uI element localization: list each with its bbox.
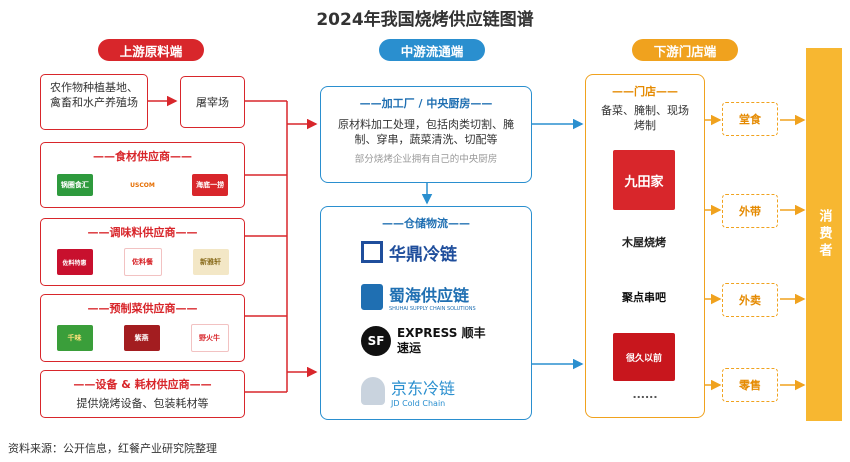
channel-delivery: 外卖 — [722, 283, 778, 317]
brand-jd-sub: JD Cold Chain — [391, 398, 446, 408]
sf-icon: SF — [361, 326, 391, 356]
channel-dine-in: 堂食 — [722, 102, 778, 136]
equipment-supplier-box: ——设备 & 耗材供应商—— 提供烧烤设备、包装耗材等 — [40, 370, 245, 418]
jd-dog-icon — [361, 377, 385, 405]
equipment-supplier-title: ——设备 & 耗材供应商—— — [73, 378, 212, 391]
channel-takeaway: 外带 — [722, 194, 778, 228]
seasoning-supplier-box: ——调味料供应商—— 佐料特惠 佐料餐 新雅轩 — [40, 218, 245, 286]
brand-shuhai-name: 蜀海供应链 — [389, 286, 470, 305]
seasoning-logo-2: 佐料餐 — [123, 248, 162, 276]
store-logo-henjiu: 很久以前 — [613, 333, 675, 381]
page-title: 2024年我国烧烤供应链图谱 — [316, 10, 534, 30]
food-supplier-title: ——食材供应商—— — [93, 150, 192, 163]
brand-sf-name: EXPRESS 顺丰速运 — [397, 326, 486, 355]
store-desc: 备菜、腌制、现场烤制 — [601, 104, 689, 132]
equipment-supplier-desc: 提供烧烤设备、包装耗材等 — [76, 397, 209, 410]
prepared-logo-1: 千味 — [56, 325, 93, 351]
store-box: ——门店—— 备菜、腌制、现场烤制 九田家 木屋烧烤 聚点串吧 很久以前 ...… — [585, 74, 705, 418]
brand-jd-name: 京东冷链 — [391, 378, 456, 398]
prepared-supplier-box: ——预制菜供应商—— 千味 紫燕 野火牛 — [40, 294, 245, 362]
channel-retail: 零售 — [722, 368, 778, 402]
factory-title: ——加工厂 / 中央厨房—— — [359, 97, 493, 110]
food-supplier-box: ——食材供应商—— 锅圈食汇 USCOM 海底一捞 — [40, 142, 245, 208]
brand-shuhai-sub: SHUHAI SUPPLY CHAIN SOLUTIONS — [389, 306, 476, 312]
store-logo-jiutianjia: 九田家 — [613, 150, 675, 210]
brand-huading-name: 华鼎冷链 — [389, 244, 457, 265]
midstream-header: 中游流通端 — [379, 39, 485, 61]
food-logo-2: USCOM — [124, 174, 161, 196]
farming-box: 农作物种植基地、禽畜和水产养殖场 — [40, 74, 148, 130]
store-more: ...... — [632, 388, 658, 401]
downstream-header: 下游门店端 — [632, 39, 738, 61]
food-logo-1: 锅圈食汇 — [56, 174, 93, 196]
seasoning-logo-3: 新雅轩 — [192, 249, 229, 275]
seasoning-supplier-title: ——调味料供应商—— — [87, 226, 198, 239]
seasoning-logo-1: 佐料特惠 — [56, 249, 93, 275]
brand-huading: 华鼎冷链 — [361, 237, 501, 267]
factory-note: 部分烧烤企业拥有自己的中央厨房 — [354, 154, 498, 165]
brand-shuhai: 蜀海供应链 SHUHAI SUPPLY CHAIN SOLUTIONS — [361, 279, 511, 315]
brand-sf: SF EXPRESS 顺丰速运 — [361, 323, 511, 359]
prepared-logo-2: 紫燕 — [123, 325, 160, 351]
store-logo-judian: 聚点串吧 — [604, 283, 684, 311]
factory-box: ——加工厂 / 中央厨房—— 原材料加工处理，包括肉类切割、腌制、穿串，蔬菜清洗… — [320, 86, 532, 183]
prepared-logo-3: 野火牛 — [190, 324, 229, 352]
prepared-supplier-title: ——预制菜供应商—— — [87, 302, 198, 315]
store-logo-muwu: 木屋烧烤 — [604, 229, 684, 255]
upstream-header: 上游原料端 — [98, 39, 204, 61]
shuhai-icon — [361, 284, 383, 310]
brand-jd: 京东冷链 JD Cold Chain — [361, 371, 511, 411]
huading-icon — [361, 241, 383, 263]
source-note: 资料来源：公开信息，红餐产业研究院整理 — [8, 442, 217, 455]
factory-desc: 原材料加工处理，包括肉类切割、腌制、穿串，蔬菜清洗、切配等 — [338, 118, 514, 146]
logistics-box: ——仓储物流—— 华鼎冷链 蜀海供应链 SHUHAI SUPPLY CHAIN … — [320, 206, 532, 420]
consumer-bar: 消费者 — [806, 48, 842, 421]
store-title: ——门店—— — [612, 85, 678, 98]
slaughter-box: 屠宰场 — [180, 76, 245, 128]
logistics-title: ——仓储物流—— — [382, 217, 470, 230]
food-logo-3: 海底一捞 — [192, 174, 229, 196]
